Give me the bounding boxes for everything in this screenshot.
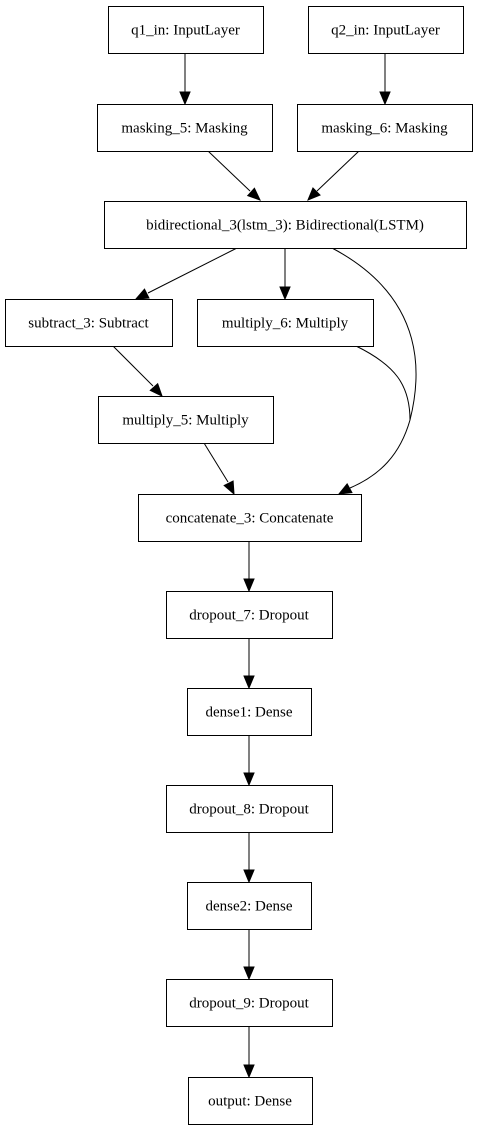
layer-box (187, 882, 312, 930)
arrowhead-icon (243, 1064, 255, 1079)
arrowhead-icon (337, 482, 353, 495)
layer-node-dropout-8: dropout_8: Dropout (166, 785, 333, 833)
arrowhead-icon (243, 966, 255, 981)
arrowhead-icon (243, 578, 255, 593)
layer-label: dense1: Dense (205, 705, 292, 721)
layer-node-multiply-5: multiply_5: Multiply (98, 396, 274, 444)
arrowhead-icon (307, 187, 321, 201)
arrowhead-icon (279, 286, 291, 301)
layer-node-bidirectional-3: bidirectional_3(lstm_3): Bidirectional(L… (104, 201, 467, 249)
layer-box (104, 201, 467, 249)
edge-line (203, 442, 229, 483)
edge-bidirectional_3-to-concatenate_3 (331, 247, 417, 495)
edge-dense2-to-dropout_9 (243, 929, 255, 981)
layer-label: multiply_5: Multiply (122, 413, 249, 429)
edge-dropout_7-to-dense1 (243, 638, 255, 690)
arrowhead-icon (379, 91, 391, 106)
edge-line (207, 150, 251, 192)
nodes-layer: q1_in: InputLayer q2_in: InputLayer maskin… (5, 6, 473, 1125)
layer-box (108, 6, 264, 54)
arrowhead-icon (243, 772, 255, 787)
layer-node-masking-5: masking_5: Masking (97, 104, 273, 152)
layer-box (166, 591, 333, 639)
arrowhead-icon (149, 382, 163, 397)
layer-label: q1_in: InputLayer (131, 23, 240, 39)
arrowhead-icon (223, 480, 235, 496)
layer-node-dense2: dense2: Dense (187, 882, 312, 930)
edge-masking_6-to-bidirectional_3 (307, 150, 360, 201)
edge-dense1-to-dropout_8 (243, 735, 255, 787)
layer-label: bidirectional_3(lstm_3): Bidirectional(L… (146, 218, 424, 234)
layer-label: dropout_8: Dropout (189, 802, 309, 818)
layer-node-dropout-9: dropout_9: Dropout (166, 979, 333, 1027)
edge-multiply_6-to-concatenate_3 (355, 345, 411, 421)
edge-bidirectional_3-to-subtract_3 (134, 247, 238, 300)
edge-multiply_5-to-concatenate_3 (203, 442, 235, 496)
layer-node-output: output: Dense (188, 1077, 313, 1125)
edge-dropout_8-to-dense2 (243, 832, 255, 884)
arrowhead-icon (179, 91, 191, 106)
edge-subtract_3-to-multiply_5 (112, 345, 163, 397)
layer-node-concatenate-3: concatenate_3: Concatenate (138, 494, 362, 542)
layer-box (308, 6, 464, 54)
edge-bidirectional_3-to-multiply_6 (279, 248, 291, 301)
layer-label: dropout_7: Dropout (189, 608, 309, 624)
layer-label: q2_in: InputLayer (331, 23, 440, 39)
layer-box (5, 299, 173, 347)
layer-node-masking-6: masking_6: Masking (297, 104, 473, 152)
arrowhead-icon (243, 675, 255, 690)
layer-label: concatenate_3: Concatenate (166, 511, 334, 527)
edges-layer (112, 53, 417, 1079)
edge-line (355, 345, 411, 421)
edge-line (331, 247, 417, 489)
layer-node-dense1: dense1: Dense (187, 688, 312, 736)
layer-box (188, 1077, 313, 1125)
arrowhead-icon (246, 187, 261, 201)
layer-node-multiply-6: multiply_6: Multiply (197, 299, 374, 347)
layer-box (97, 104, 273, 152)
arrowhead-icon (134, 288, 150, 300)
layer-box (98, 396, 274, 444)
layer-box (138, 494, 362, 542)
edge-line (147, 247, 238, 294)
edge-line (316, 150, 360, 192)
layer-node-q2-in: q2_in: InputLayer (308, 6, 464, 54)
layer-box (187, 688, 312, 736)
edge-line (112, 345, 154, 387)
layer-box (166, 979, 333, 1027)
layer-node-q1-in: q1_in: InputLayer (108, 6, 264, 54)
layer-label: output: Dense (208, 1094, 292, 1110)
layer-label: masking_5: Masking (121, 121, 248, 137)
layer-box (297, 104, 473, 152)
layer-node-subtract-3: subtract_3: Subtract (5, 299, 173, 347)
edge-dropout_9-to-output (243, 1026, 255, 1079)
layer-label: multiply_6: Multiply (222, 316, 349, 332)
layer-box (166, 785, 333, 833)
layer-label: dropout_9: Dropout (189, 996, 309, 1012)
layer-label: dense2: Dense (205, 899, 292, 915)
arrowhead-icon (243, 869, 255, 884)
edge-masking_5-to-bidirectional_3 (207, 150, 261, 201)
layer-node-dropout-7: dropout_7: Dropout (166, 591, 333, 639)
layer-label: subtract_3: Subtract (28, 316, 149, 332)
edge-q1_in-to-masking_5 (179, 53, 191, 106)
edge-q2_in-to-masking_6 (379, 53, 391, 106)
edge-concatenate_3-to-dropout_7 (243, 541, 255, 593)
layer-box (197, 299, 374, 347)
layer-label: masking_6: Masking (321, 121, 448, 137)
